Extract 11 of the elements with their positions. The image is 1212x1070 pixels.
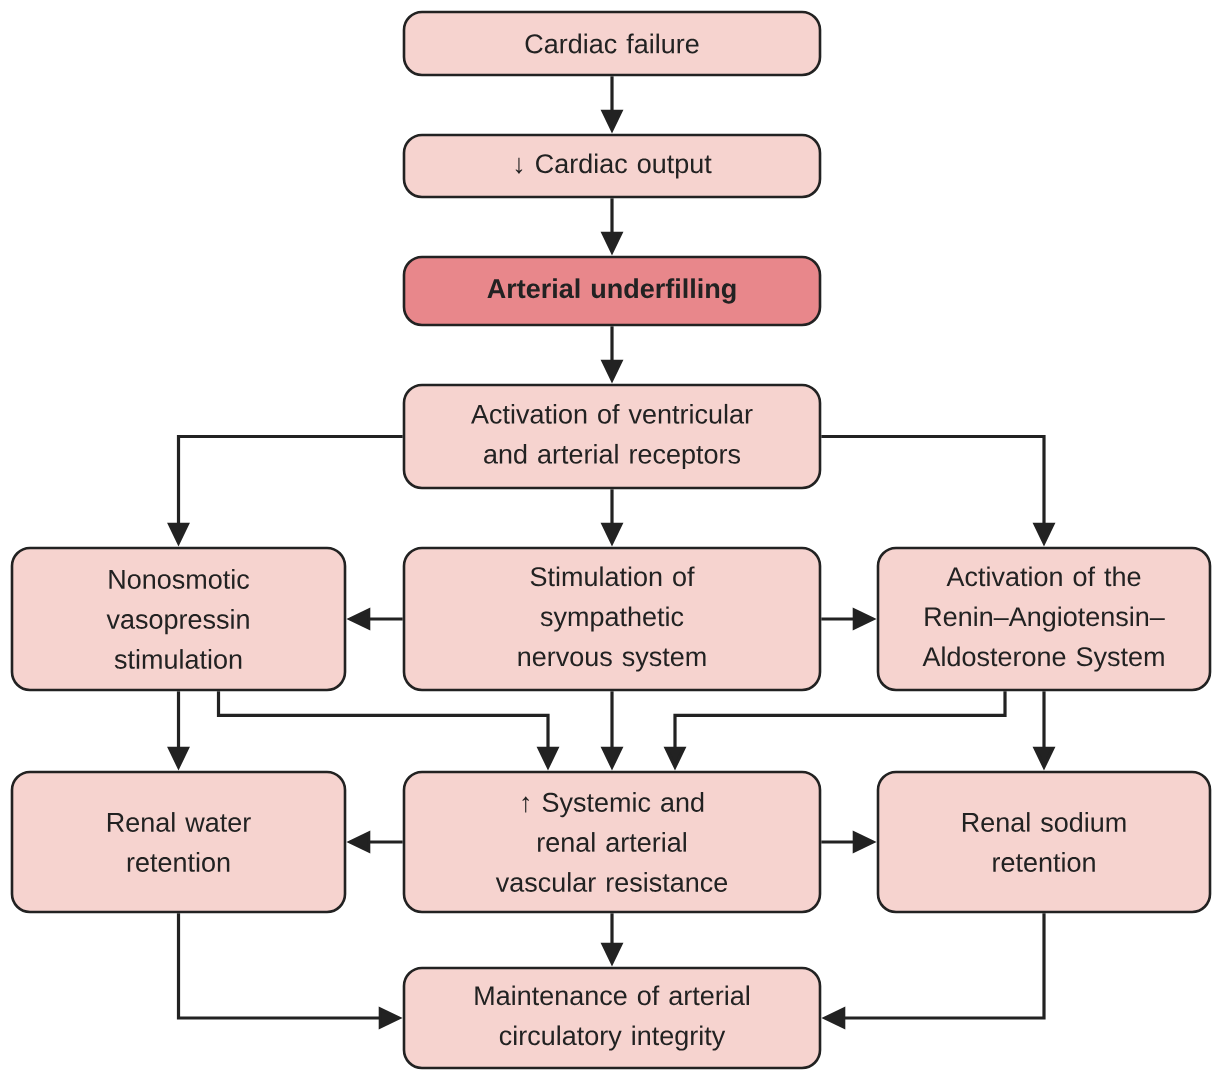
process-box: Nonosmotic vasopressin stimulation xyxy=(10,546,347,692)
process-box: Maintenance of arterial circulatory integrity xyxy=(402,966,822,1070)
process-box: Renal sodium retention xyxy=(876,770,1212,914)
highlighted-box: Arterial underfilling xyxy=(402,255,822,327)
process-box: Stimulation of sympathetic nervous system xyxy=(402,546,822,692)
process-box: Cardiac failure xyxy=(402,10,822,77)
process-box: Activation of ventricular and arterial receptors xyxy=(402,383,822,490)
process-box: ↑ Systemic and renal arterial vascular resistance xyxy=(402,770,822,914)
process-box: ↓ Cardiac output xyxy=(402,133,822,199)
process-box: Activation of the Renin–Angiotensin–Aldosterone System xyxy=(876,546,1212,692)
process-box: Renal water retention xyxy=(10,770,347,914)
